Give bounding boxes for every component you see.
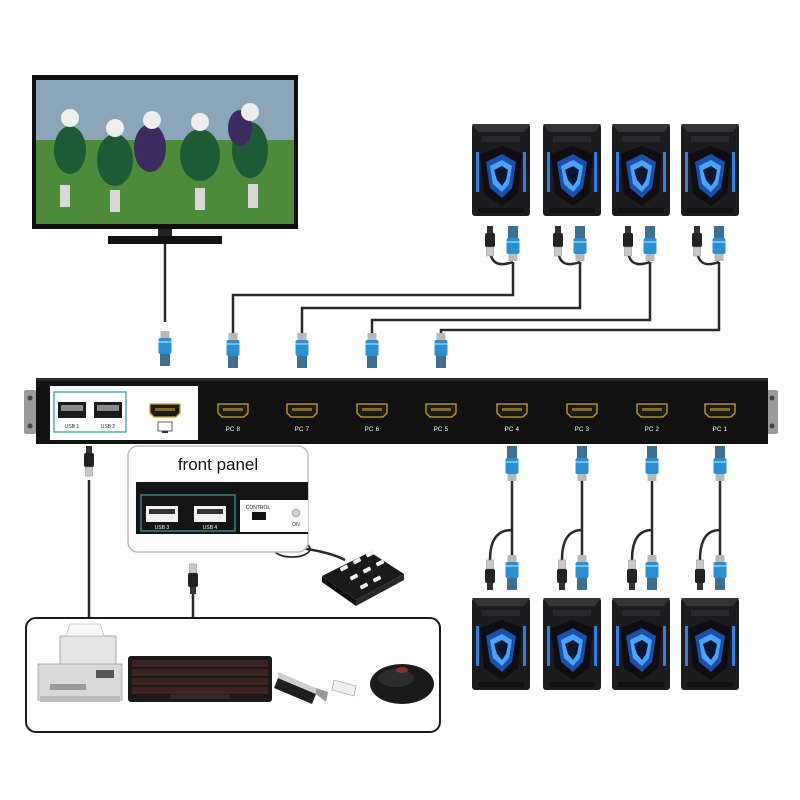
pc-tower-group-bottom <box>472 598 739 690</box>
hdmi-port-pc2[interactable] <box>636 403 668 418</box>
hdmi-port-pc5[interactable] <box>425 403 457 418</box>
monitor-symbol-icon <box>157 421 173 433</box>
on-label: ON <box>292 522 300 528</box>
usb-1-label: USB 1 <box>65 424 80 430</box>
usb-port-4[interactable] <box>194 506 226 522</box>
pc-6-label: PC 6 <box>365 427 380 433</box>
usb-port-1[interactable] <box>58 402 86 418</box>
peripherals-box <box>25 617 441 733</box>
keyboard-icon <box>128 656 272 702</box>
pc-2-label: PC 2 <box>645 427 660 433</box>
usb-4-label: USB 4 <box>203 525 218 531</box>
pc-4-label: PC 4 <box>505 427 520 433</box>
pc-1-label: PC 1 <box>713 427 728 433</box>
usb-2-label: USB 2 <box>101 424 116 430</box>
pc-7-label: PC 7 <box>295 427 310 433</box>
pc-tower-icon <box>472 124 530 216</box>
pc-5-label: PC 5 <box>434 427 449 433</box>
control-label: CONTROL <box>246 505 271 511</box>
hdmi-port-pc1[interactable] <box>704 403 736 418</box>
pc-tower-group-top <box>472 124 739 216</box>
pc-8-label: PC 8 <box>226 427 241 433</box>
front-panel-title: front panel <box>178 455 258 474</box>
mouse-icon <box>370 664 434 704</box>
kvm-switch: USB 1 USB 2 PC 8 PC 7 PC 6 PC 5 PC 4 PC … <box>24 378 778 444</box>
usb-3-label: USB 3 <box>155 525 170 531</box>
usb-flash-drive-icon <box>274 672 357 704</box>
pc-connectors-top <box>484 225 726 261</box>
hdmi-port-pc7[interactable] <box>286 403 318 418</box>
printer-icon <box>37 623 123 702</box>
usb-port-3[interactable] <box>146 506 178 522</box>
hdmi-connectors-top <box>158 331 448 368</box>
pc-tower-icon <box>472 598 530 690</box>
usb-plug-icon <box>187 563 199 595</box>
hdmi-port-pc6[interactable] <box>356 403 388 418</box>
pc-3-label: PC 3 <box>575 427 590 433</box>
usb-plug-icon <box>83 445 95 477</box>
pc-tower-icon <box>681 598 739 690</box>
hdmi-output-port[interactable] <box>149 403 181 418</box>
hdmi-port-pc3[interactable] <box>566 403 598 418</box>
front-panel-inset: front panel USB 3 USB 4 CONTROL ON <box>127 445 309 553</box>
pc-tower-icon <box>612 598 670 690</box>
cables <box>87 244 722 618</box>
hdmi-port-pc4[interactable] <box>496 403 528 418</box>
pc-tower-icon <box>612 124 670 216</box>
wired-remote-control-icon[interactable] <box>322 550 404 606</box>
pc-tower-icon <box>681 124 739 216</box>
tv-monitor-icon <box>32 75 298 244</box>
pc-connectors-bottom <box>484 555 727 591</box>
hdmi-connectors-bottom <box>505 446 727 481</box>
pc-tower-icon <box>543 124 601 216</box>
power-led-icon <box>291 508 301 518</box>
usb-port-2[interactable] <box>94 402 122 418</box>
hdmi-port-pc8[interactable] <box>217 403 249 418</box>
pc-tower-icon <box>543 598 601 690</box>
control-port[interactable] <box>252 512 266 520</box>
